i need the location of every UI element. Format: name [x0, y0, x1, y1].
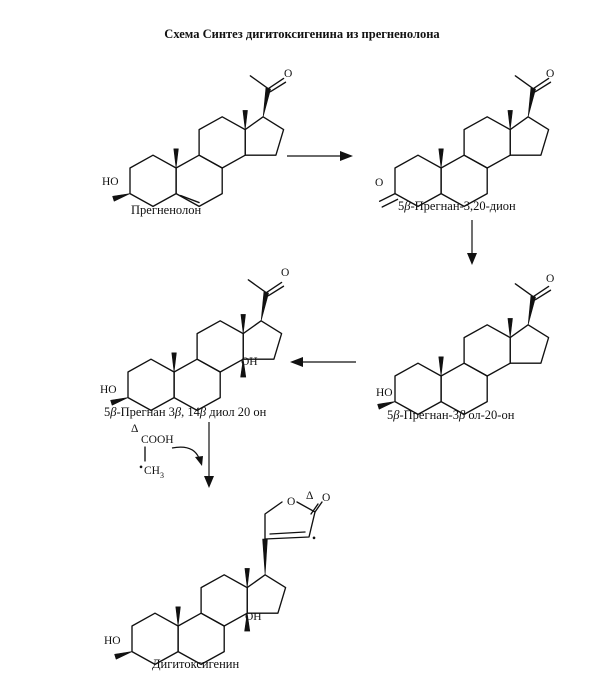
ketone-20-bond	[532, 77, 550, 90]
steroid-skeleton	[114, 538, 287, 666]
lactone-ring-oxygen-label: O	[287, 496, 295, 508]
ketone-oxygen-label: O	[284, 68, 292, 80]
reagent-curved-arrow	[171, 446, 200, 459]
acetyl-methyl-bond	[514, 75, 534, 90]
hydroxyl-14-label: OH	[245, 611, 262, 623]
methyl-19-wedge	[171, 352, 177, 373]
scheme-title: Схема Синтез дигитоксигенина из прегнено…	[164, 27, 440, 41]
reagent-ch3-label: CH3	[144, 465, 164, 480]
acetyl-methyl-bond	[514, 283, 534, 298]
hydroxyl-3-label: HO	[100, 384, 117, 396]
compound-name: Прегненолон	[131, 203, 201, 217]
hydroxyl-3-wedge	[114, 651, 133, 660]
compound-name: Дигитоксигенин	[152, 657, 239, 671]
acetyl-methyl-bond	[247, 279, 267, 294]
steroid-skeleton	[378, 75, 552, 208]
hydroxyl-3-label: HO	[104, 635, 121, 647]
methyl-19-wedge	[173, 148, 179, 169]
compound-pregnanediol: HO OH O 5β-Прегнан 3β, 14β диол 20 он	[100, 267, 289, 419]
ketone-20-bond	[532, 285, 550, 298]
ketone-20-bond	[265, 281, 283, 294]
reagent-cooh-label: COOH	[141, 434, 174, 446]
side-chain-wedge	[527, 87, 536, 118]
ketone-20-bond-2	[267, 285, 285, 297]
reaction-arrow-3	[290, 357, 356, 367]
lactone-triangle-mark: Δ	[306, 490, 313, 502]
ketone-20-bond-2	[534, 289, 552, 301]
hydroxyl-3-wedge	[110, 397, 129, 406]
methyl-18-wedge	[240, 314, 246, 334]
compound-digitoxigenin: HO OH O O Δ • Дигитоксигенин	[104, 490, 330, 671]
reagent-triangle-mark: Δ	[131, 423, 138, 435]
ketone-3-bond-2	[381, 198, 399, 208]
ketone-20-bond-2	[269, 81, 287, 93]
compound-name: 5β-Прегнан-3β ол-20-он	[387, 408, 515, 422]
methyl-18-wedge	[507, 110, 513, 130]
hydroxyl-3-wedge	[377, 401, 396, 410]
compound-name: 5β-Прегнан-3,20-дион	[398, 199, 516, 213]
hydroxyl-3-label: HO	[376, 387, 393, 399]
steroid-skeleton	[110, 279, 285, 412]
methyl-19-wedge	[438, 356, 444, 377]
reagent-curved-arrowhead	[195, 456, 203, 466]
hydroxyl-3-wedge	[112, 193, 131, 202]
lactone-carbonyl-oxygen-label: O	[322, 492, 330, 504]
lactone-attachment-wedge	[262, 538, 268, 576]
ketone-20-bond-2	[534, 81, 552, 93]
reagent-dot-mark: •	[139, 462, 143, 474]
compound-name: 5β-Прегнан 3β, 14β диол 20 он	[104, 405, 267, 419]
methyl-19-wedge	[175, 606, 181, 627]
reagent-acetic-acid: Δ COOH • CH3	[131, 423, 203, 480]
side-chain-wedge	[262, 87, 271, 118]
methyl-18-wedge	[244, 568, 250, 588]
hydroxyl-14-label: OH	[241, 356, 258, 368]
side-chain-wedge	[527, 295, 536, 326]
lactone-dot-mark: •	[312, 533, 316, 545]
ketone-oxygen-label: O	[546, 273, 554, 285]
methyl-19-wedge	[438, 148, 444, 169]
ketone-oxygen-label: O	[546, 68, 554, 80]
side-chain-wedge	[260, 291, 269, 322]
steroid-skeleton	[377, 283, 552, 416]
reaction-arrow-2	[467, 220, 477, 265]
hydroxyl-3-label: HO	[102, 176, 119, 188]
compound-pregnenolone: HO O Прегненолон	[102, 68, 292, 217]
compound-pregnanolone: HO O 5β-Прегнан-3β ол-20-он	[376, 273, 554, 422]
hydroxyl-14-wedge	[244, 612, 251, 632]
ketone-20-bond	[267, 77, 285, 90]
ketone-3-bond	[378, 192, 396, 202]
methyl-18-wedge	[507, 318, 513, 338]
hydroxyl-14-wedge	[240, 358, 247, 378]
double-bond-5-6	[179, 194, 200, 204]
reaction-arrow-4	[204, 422, 214, 488]
butenolide-ring	[264, 501, 323, 540]
ketone-3-oxygen-label: O	[375, 177, 383, 189]
ketone-oxygen-label: O	[281, 267, 289, 279]
steroid-skeleton	[112, 75, 287, 208]
methyl-18-wedge	[242, 110, 248, 130]
compound-pregnanedione: O O 5β-Прегнан-3,20-дион	[375, 68, 554, 213]
acetyl-methyl-bond	[249, 75, 269, 90]
reaction-arrow-1	[287, 151, 353, 161]
